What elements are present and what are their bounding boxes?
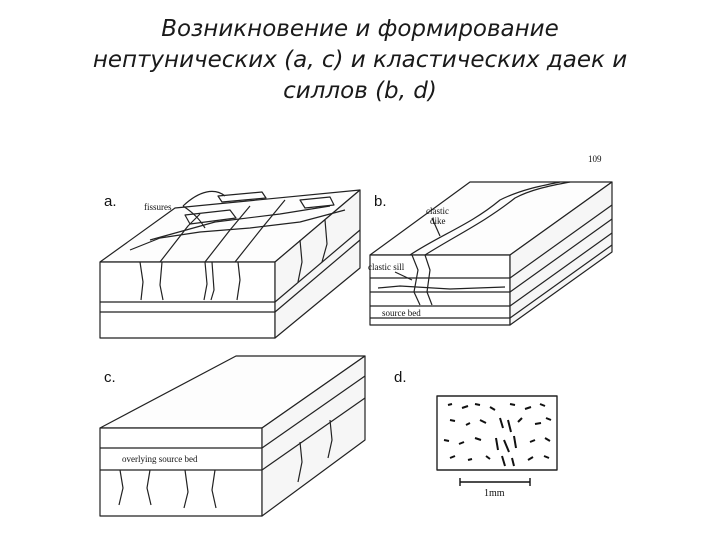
- panel-b-label-dike: dike: [430, 216, 446, 226]
- slide-title: Возникновение и формирование нептуническ…: [20, 14, 700, 107]
- panel-d-scale-label: 1mm: [484, 488, 505, 499]
- panel-d-letter: d.: [394, 369, 407, 386]
- panel-b-label-source-bed: source bed: [382, 308, 421, 318]
- title-line-1: Возникновение и формирование: [161, 16, 559, 42]
- panel-a-letter: a.: [104, 193, 117, 210]
- panel-a-block: [99, 189, 361, 339]
- title-line-3: силлов (b, d): [283, 78, 437, 104]
- panel-b-label-clastic-sill: clastic sill: [368, 262, 405, 272]
- panel-b-letter: b.: [374, 193, 387, 210]
- panel-b-block: [369, 181, 613, 326]
- panel-a-label-fissures: fissures: [144, 202, 172, 212]
- panel-c-label-overlying: overlying source bed: [122, 454, 198, 464]
- panel-c-letter: c.: [104, 369, 116, 386]
- panel-b-label-clastic: clastic: [426, 206, 449, 216]
- panel-d-thin-section: [436, 395, 558, 486]
- panel-c-block: [99, 355, 366, 517]
- page-number: 109: [588, 154, 602, 164]
- title-line-2: нептунических (a, c) и кластических даек…: [92, 47, 628, 73]
